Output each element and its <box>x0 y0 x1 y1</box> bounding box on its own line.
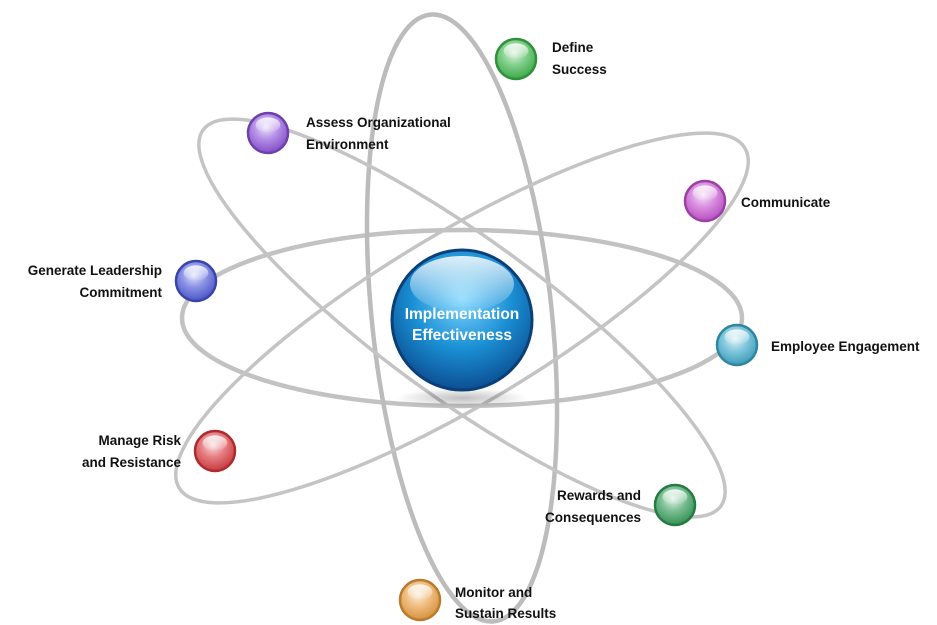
node-rewards: Rewards and Consequences <box>545 483 697 527</box>
center-shadow <box>396 388 528 408</box>
bubble-gloss <box>662 489 688 505</box>
rewards-label-line1: Rewards and <box>557 488 641 503</box>
assess-org-env-label-line1: Assess Organizational <box>306 115 451 130</box>
orbit-diagonal-right <box>197 117 727 519</box>
bubble-gloss <box>202 435 228 451</box>
define-success-label-line2: Success <box>552 62 607 77</box>
orbit-vertical <box>364 12 560 624</box>
define-success-label-line1: Define <box>552 40 594 55</box>
bubble-gloss <box>724 329 750 345</box>
node-assess-org-env: Assess Organizational Environment <box>246 111 451 155</box>
center-gloss <box>410 256 514 312</box>
node-generate-leadership: Generate Leadership Commitment <box>28 259 218 303</box>
generate-leadership-label-line1: Generate Leadership <box>28 263 162 278</box>
center-label-line2: Effectiveness <box>412 327 512 344</box>
generate-leadership-label-line2: Commitment <box>79 285 162 300</box>
bubble-gloss <box>503 43 529 59</box>
center-node: Implementation Effectiveness <box>390 248 534 408</box>
communicate-label-line1: Communicate <box>741 195 831 210</box>
center-label-line1: Implementation <box>405 306 520 323</box>
manage-risk-label-line1: Manage Risk <box>98 433 181 448</box>
assess-org-env-label-line2: Environment <box>306 137 389 152</box>
manage-risk-label-line2: and Resistance <box>82 455 182 470</box>
employee-engagement-label-line1: Employee Engagement <box>771 339 920 354</box>
monitor-label-line1: Monitor and <box>455 585 532 600</box>
bubble-gloss <box>407 584 433 600</box>
node-employee-engagement: Employee Engagement <box>715 323 920 367</box>
monitor-label-line2: Sustain Results <box>455 606 556 621</box>
bubble-gloss <box>692 185 718 201</box>
rewards-label-line2: Consequences <box>545 510 641 525</box>
bubble-gloss <box>183 265 209 281</box>
node-manage-risk: Manage Risk and Resistance <box>82 429 237 473</box>
node-communicate: Communicate <box>683 179 831 223</box>
node-monitor: Monitor and Sustain Results <box>398 578 556 622</box>
node-define-success: Define Success <box>494 37 607 81</box>
bubble-gloss <box>255 117 281 133</box>
